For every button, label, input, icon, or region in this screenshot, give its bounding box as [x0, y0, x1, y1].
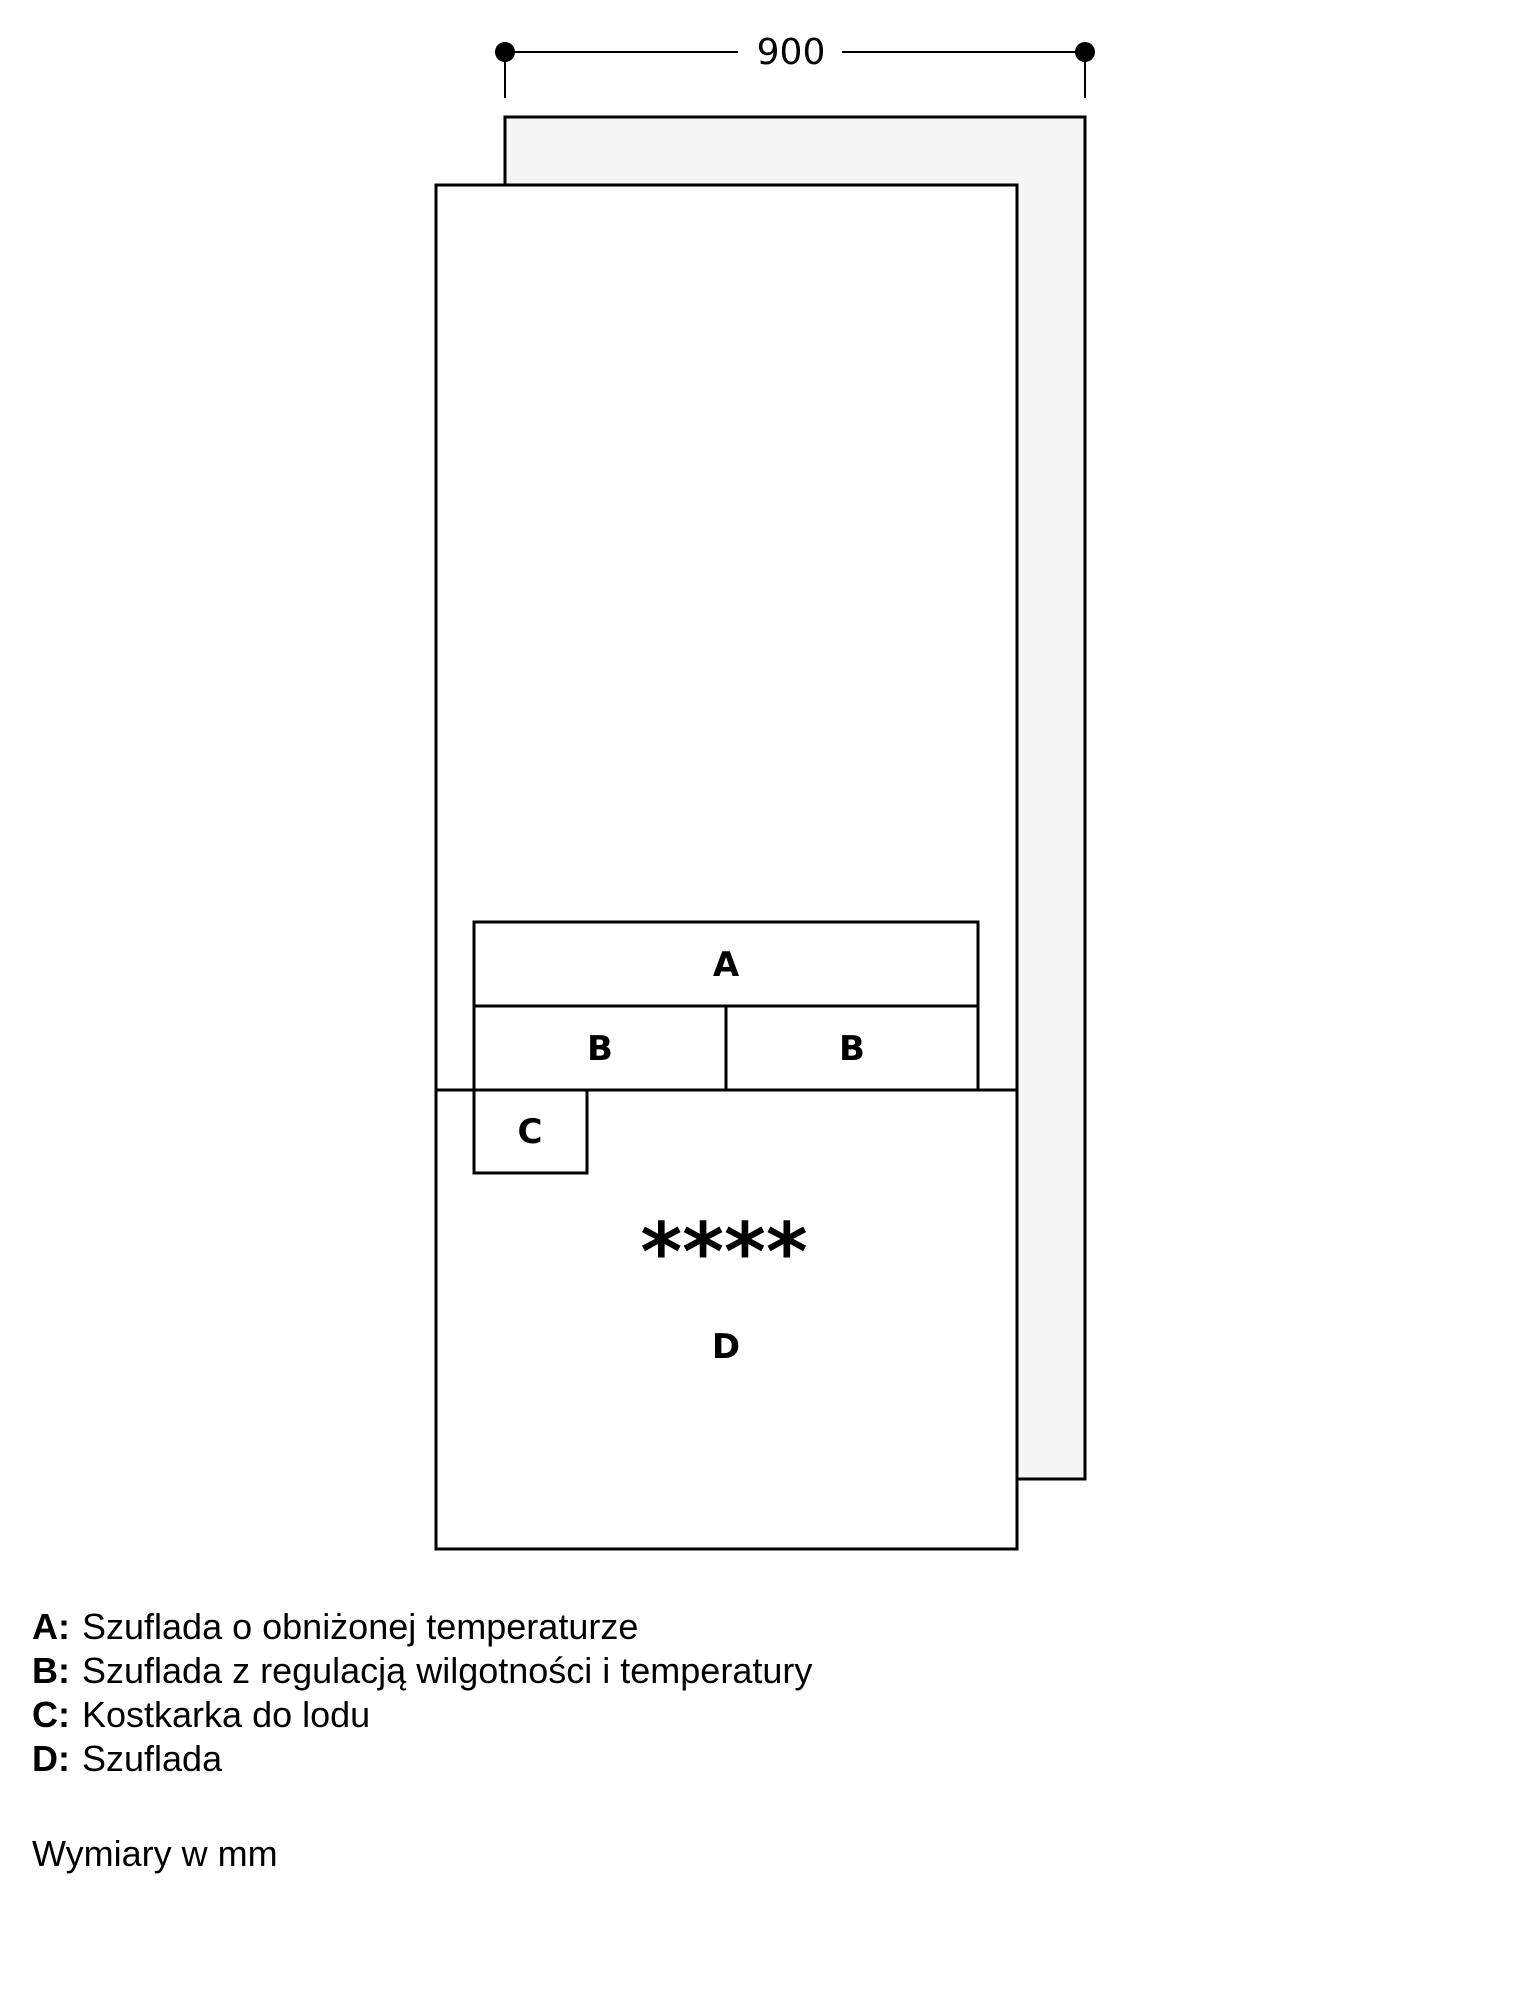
- drawer-d-label: D: [712, 1327, 740, 1367]
- fridge-diagram: 900 A B B C **** D: [434, 32, 1095, 1551]
- freezer-star-rating: ****: [640, 1206, 807, 1299]
- width-dimension: 900: [495, 32, 1095, 98]
- legend-text: Szuflada o obniżonej temperaturze: [82, 1606, 639, 1647]
- drawer-b-left-label: B: [587, 1029, 613, 1069]
- legend-item-c: C: Kostkarka do lodu: [32, 1693, 812, 1737]
- legend-item-d: D: Szuflada: [32, 1737, 812, 1781]
- cabinet-front: [434, 183, 1019, 1551]
- units-note: Wymiary w mm: [32, 1833, 278, 1874]
- legend-key: A:: [32, 1606, 70, 1647]
- ice-maker-c: [472, 1088, 589, 1175]
- ice-maker-c-label: C: [518, 1112, 543, 1152]
- legend-text: Szuflada: [82, 1738, 223, 1779]
- legend-key: D:: [32, 1738, 70, 1779]
- drawer-b-right-label: B: [839, 1029, 865, 1069]
- legend-text: Kostkarka do lodu: [82, 1694, 371, 1735]
- drawer-a-label: A: [713, 945, 740, 985]
- legend-item-b: B: Szuflada z regulacją wilgotności i tem…: [32, 1649, 812, 1693]
- legend: A: Szuflada o obniżonej temperaturze B: Sz…: [32, 1605, 812, 1781]
- legend-key: C:: [32, 1694, 70, 1735]
- drawer-b-right: [724, 1004, 980, 1092]
- legend-item-a: A: Szuflada o obniżonej temperaturze: [32, 1605, 812, 1649]
- legend-key: B:: [32, 1650, 70, 1691]
- legend-text: Szuflada z regulacją wilgotności i tempe…: [82, 1650, 813, 1691]
- width-dimension-label: 900: [757, 32, 826, 73]
